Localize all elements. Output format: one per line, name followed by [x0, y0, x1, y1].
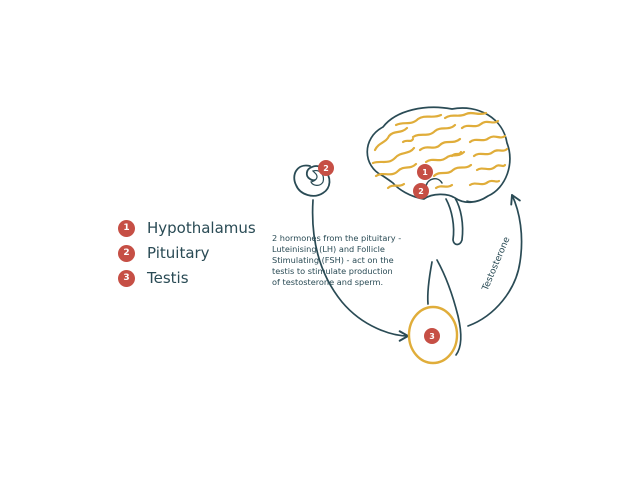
midbrain-curl	[425, 178, 443, 187]
testosterone-arrow	[467, 194, 523, 327]
caption-line: 2 hormones from the pituitary -	[272, 233, 402, 243]
legend-label: Hypothalamus	[147, 219, 256, 237]
legend-number-badge: 3	[118, 269, 135, 287]
testis-marker: 3	[424, 328, 440, 344]
brain-folds	[371, 111, 509, 190]
caption-line: Luteinising (LH) and Follicle	[272, 244, 385, 254]
caption-line: Stimulating (FSH) - act on the	[272, 255, 394, 265]
brain-illustration	[366, 106, 511, 246]
legend-item-pituitary: 2 Pituitary	[118, 242, 210, 264]
legend-number-badge: 2	[118, 244, 135, 262]
cerebellum	[466, 195, 489, 203]
spermatic-cord	[426, 261, 433, 305]
legend-item-hypothalamus: 1 Hypothalamus	[118, 217, 256, 239]
caption-line: testis to stimulate production	[272, 266, 393, 276]
caption-line: of testosterone and sperm.	[272, 277, 384, 287]
pituitary-gland-marker: 2	[318, 160, 334, 176]
brain-pituitary-marker: 2	[413, 183, 429, 199]
legend-label: Testis	[147, 269, 189, 287]
brainstem	[445, 197, 464, 246]
legend-label: Pituitary	[147, 244, 210, 262]
hypothalamus-marker: 1	[417, 164, 433, 180]
hormone-arrow	[311, 199, 409, 342]
legend-item-testis: 3 Testis	[118, 267, 189, 289]
hormone-caption: 2 hormones from the pituitary - Luteinis…	[272, 233, 422, 288]
legend-number-badge: 1	[118, 219, 135, 237]
vas-deferens	[436, 259, 462, 356]
